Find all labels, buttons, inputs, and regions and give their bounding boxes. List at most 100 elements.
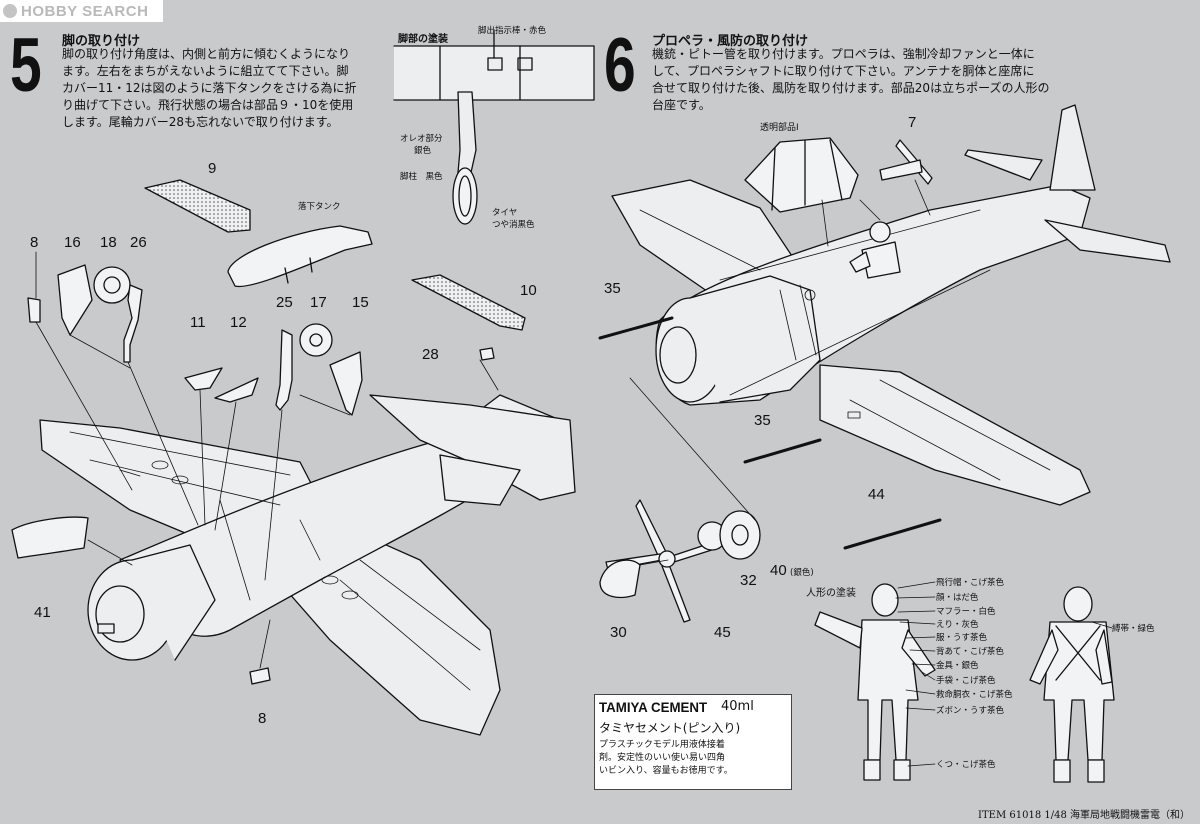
cement-volume: 40ml [721,699,754,714]
figure-leader-lines [895,581,1113,767]
cement-line-2: 剤。安定性のいい使い易い四角 [599,753,726,763]
step-6-line-3: 合せて取り付けた後、風防を取り付けます。部品20は立ちポーズの人形の [652,81,1050,95]
part-10-flying-cover [411,274,526,331]
gear-indicator-label: 脚出指示棒・赤色 [478,26,547,36]
step6-aircraft [611,104,1171,506]
part-label-41: 41 [34,604,51,621]
cement-jp-name: タミヤセメント(ピン入り) [599,721,741,735]
figure-item-3: マフラー・白色 [936,607,996,617]
figure-item-11: くつ・こげ茶色 [936,760,996,770]
part-label-11: 11 [190,314,206,331]
part-label-9: 9 [208,160,217,177]
cement-brand: TAMIYA CEMENT [599,699,708,715]
step-5-title: 脚の取り付け [62,34,141,49]
part-label-40: 40 [770,562,787,579]
part-26-leg [123,284,143,363]
part-label-17: 17 [310,294,327,311]
step-5-line-3: カバー11・12は図のように落下タンクをさける為に折 [62,81,357,95]
part-11-cover [184,367,223,391]
step6-panel-lines [639,209,1051,481]
gear-oleo-label: オレオ部分 [400,134,443,144]
figure-painting-title: 人形の塗装 [806,588,856,599]
step-5-instructions: 脚の取り付け角度は、内側と前方に傾むくようになり ます。左右をまちがえないように… [62,46,357,131]
part-41-cowl-panel [11,516,89,559]
part-17-wheel [299,323,333,357]
step5-guide-lines [35,251,499,669]
figure-item-10: ズボン・うす茶色 [936,706,1005,716]
cement-line-3: いビン入り、容量もお徳用です。 [599,766,733,776]
gear-strut-label: 脚柱 黒色 [400,172,443,182]
part-canopy-clear [744,137,859,213]
part-label-44: 44 [868,486,885,503]
gear-oleo-color: 銀色 [414,146,432,156]
figure-item-4: えり・灰色 [936,620,979,630]
gear-painting-diagram [393,29,595,225]
part-label-26: 26 [130,234,147,251]
part-8-small [27,297,41,323]
step6-guide-lines [629,179,931,566]
part-label-35a: 35 [604,280,621,297]
step-6-number: 6 [604,23,636,108]
drop-tank-label: 落下タンク [298,202,341,212]
part-label-7: 7 [908,114,917,131]
watermark: HOBBY SEARCH [0,0,163,22]
pilot-figure-back [1029,586,1115,783]
gear-painting-title: 脚部の塗装 [398,34,448,45]
part-label-18: 18 [100,234,117,251]
figure-item-2: 顔・はだ色 [936,593,979,603]
part-label-16: 16 [64,234,81,251]
cement-line-1: プラスチックモデル用液体接着 [599,740,725,750]
figure-belt-label: 縛帯・緑色 [1112,624,1155,634]
part-label-8a: 8 [30,234,39,251]
part-label-30: 30 [610,624,627,641]
gear-tire-label: タイヤ [492,208,518,218]
step-6-line-2: して、プロペラシャフトに取り付けて下さい。アンテナを胴体と座席に [652,64,1035,78]
part-40-note: (銀色) [790,568,814,578]
figure-item-8: 手袋・こげ茶色 [936,676,996,686]
figure-item-6: 背あて・こげ茶色 [936,647,1004,657]
part-18-wheel [93,266,131,304]
part-28 [479,347,495,361]
part-label-12: 12 [230,314,247,331]
figure-item-7: 金具・銀色 [936,661,979,671]
part-30-spinner [599,559,641,598]
watermark-logo-icon [3,4,17,18]
gear-tire-color: つや消黒色 [492,220,535,230]
tamiya-cement-ad: TAMIYA CEMENT 40ml タミヤセメント(ピン入り) プラスチックモ… [594,694,792,790]
step-6-line-4: 台座です。 [652,98,711,112]
figure-item-1: 飛行帽・こげ茶色 [936,578,1005,588]
part-16 [57,264,93,336]
part-35-gun-lower [743,438,822,464]
step-5-line-2: ます。左右をまちがえないように組立てて下さい。脚 [62,64,349,78]
figure-item-9: 救命胴衣・こげ茶色 [936,690,1013,700]
part-label-10: 10 [520,282,537,299]
step-5-line-4: り曲げて下さい。飛行状態の場合は部品９・10を使用 [62,98,354,112]
footer-item-info: ITEM 61018 1/48 海軍局地戦闘機雷電（和） [978,810,1190,821]
step-5-number: 5 [10,23,42,108]
step-6-instructions: 機銃・ピトー管を取り付けます。プロペラは、強制冷却ファンと一体に して、プロペラ… [652,46,1049,114]
part-label-35b: 35 [754,412,771,429]
step6-pilot [849,221,901,279]
part-40-cooling-fan [719,510,761,560]
part-15-cover [329,351,363,416]
clear-parts-label: 透明部品Ⅰ [760,123,799,133]
part-label-45: 45 [714,624,731,641]
figure-item-5: 服・うす茶色 [936,633,988,643]
part-label-28: 28 [422,346,439,363]
part-9-flying-cover [144,179,251,233]
part-drop-tank [227,225,373,288]
part-label-15: 15 [352,294,369,311]
part-label-32: 32 [740,572,757,589]
watermark-text: HOBBY SEARCH [21,2,149,20]
step5-panel-lines [69,431,481,691]
part-label-8b: 8 [258,710,267,727]
part-35-gun-upper [598,316,674,340]
cement-description: プラスチックモデル用液体接着 剤。安定性のいい使い易い四角 いビン入り、容量もお… [599,739,741,778]
step5-aircraft [39,394,576,736]
part-25-leg [275,329,293,411]
step-6-line-1: 機銃・ピトー管を取り付けます。プロペラは、強制冷却ファンと一体に [652,47,1035,61]
step-5-line-1: 脚の取り付け角度は、内側と前方に傾むくようになり [62,47,351,61]
step-6-title: プロペラ・風防の取り付け [652,34,809,49]
